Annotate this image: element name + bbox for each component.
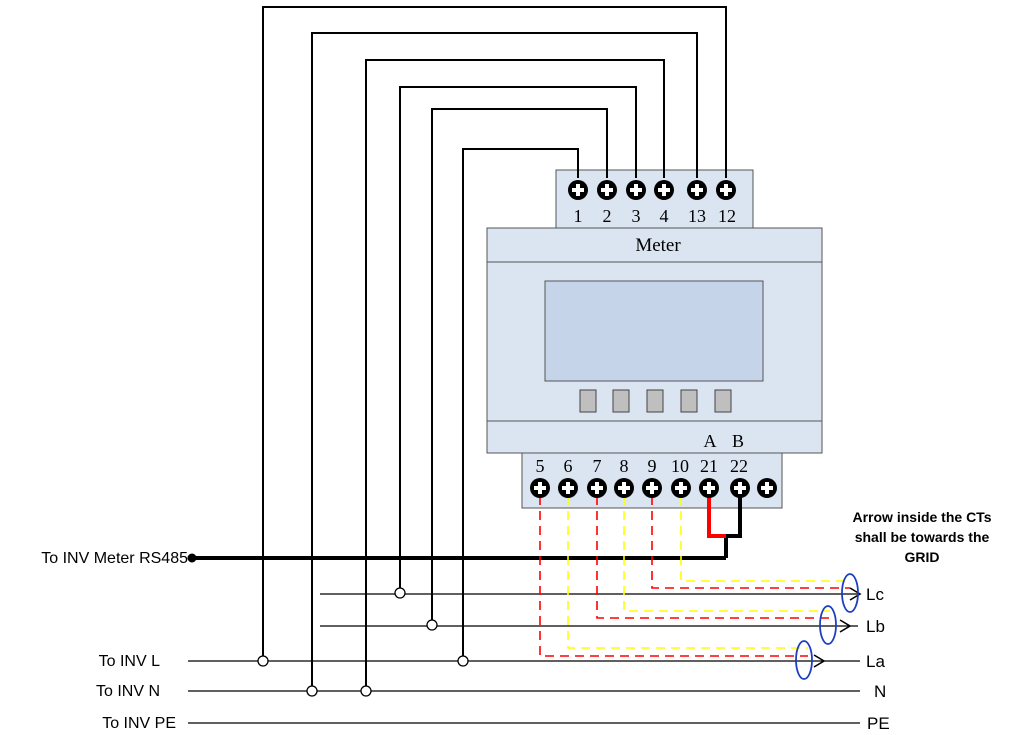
ct-direction-note: Arrow inside the CTs shall be towards th…: [853, 509, 992, 565]
meter-display: [544, 280, 764, 382]
rs485-wiring: [187, 487, 742, 563]
terminal-label: 13: [688, 206, 706, 226]
terminal-label: 21: [700, 456, 718, 476]
meter-button[interactable]: [680, 389, 698, 413]
arrow-heads: [813, 587, 862, 668]
rs485-label: To INV Meter RS485: [41, 550, 188, 567]
terminal-screw-icon[interactable]: [730, 478, 750, 498]
terminal-screw-icon[interactable]: [642, 478, 662, 498]
bottom-terminal-labels: 5 6 7 8 9 10 21 22 A B: [536, 431, 749, 476]
junction-dots: [257, 587, 469, 697]
note-line: shall be towards the: [855, 529, 990, 545]
meter-button[interactable]: [714, 389, 732, 413]
inv-pe-label: To INV PE: [102, 715, 176, 732]
terminal-label: 1: [574, 206, 583, 226]
top-terminal-screws: [568, 180, 736, 200]
top-terminal-block: [555, 169, 754, 229]
meter-buttons: [579, 389, 732, 413]
lb-label: Lb: [866, 617, 885, 636]
terminal-screw-icon[interactable]: [558, 478, 578, 498]
ct-rings: [795, 573, 859, 680]
lc-label: Lc: [866, 585, 884, 604]
pe-label: PE: [867, 714, 890, 733]
terminal-label: 9: [648, 456, 657, 476]
ct-la-icon: [795, 640, 813, 680]
terminal-screw-icon[interactable]: [757, 478, 777, 498]
terminal-screw-icon[interactable]: [568, 180, 588, 200]
meter-body: Meter: [486, 227, 823, 454]
mains-lines: [188, 593, 860, 724]
meter-button[interactable]: [579, 389, 597, 413]
rs485-b-label: B: [732, 431, 744, 451]
meter-button[interactable]: [612, 389, 630, 413]
terminal-screw-icon[interactable]: [654, 180, 674, 200]
terminal-screw-icon[interactable]: [626, 180, 646, 200]
right-labels: Lc Lb La N PE: [866, 585, 890, 733]
note-line: GRID: [905, 549, 940, 565]
terminal-screw-icon[interactable]: [614, 478, 634, 498]
terminal-label: 8: [620, 456, 629, 476]
n-label: N: [874, 682, 886, 701]
terminal-screw-icon[interactable]: [597, 180, 617, 200]
terminal-label: 10: [671, 456, 689, 476]
terminal-screw-icon[interactable]: [530, 478, 550, 498]
left-labels: To INV Meter RS485 To INV L To INV N To …: [41, 550, 188, 732]
ct-lc-icon: [841, 573, 859, 613]
terminal-label: 2: [603, 206, 612, 226]
terminal-label: 3: [632, 206, 641, 226]
top-terminal-labels: 1 2 3 4 13 12: [574, 206, 737, 226]
terminal-screw-icon[interactable]: [699, 478, 719, 498]
terminal-screw-icon[interactable]: [716, 180, 736, 200]
bottom-terminal-screws: [530, 478, 777, 498]
terminal-label: 4: [660, 206, 669, 226]
meter-button[interactable]: [646, 389, 664, 413]
terminal-label: 6: [564, 456, 573, 476]
la-label: La: [866, 652, 885, 671]
top-wires: [262, 6, 727, 690]
ct-lb-icon: [819, 605, 837, 645]
terminal-label: 5: [536, 456, 545, 476]
terminal-label: 12: [718, 206, 736, 226]
rs485-a-label: A: [704, 431, 717, 451]
inv-n-label: To INV N: [96, 683, 160, 700]
terminal-screw-icon[interactable]: [687, 180, 707, 200]
ct-wiring: [539, 496, 850, 657]
terminal-screw-icon[interactable]: [587, 478, 607, 498]
terminal-label: 7: [593, 456, 602, 476]
inv-l-label: To INV L: [99, 653, 160, 670]
terminal-screw-icon[interactable]: [671, 478, 691, 498]
terminal-label: 22: [730, 456, 748, 476]
meter-title: Meter: [635, 235, 681, 256]
note-line: Arrow inside the CTs: [853, 509, 992, 525]
